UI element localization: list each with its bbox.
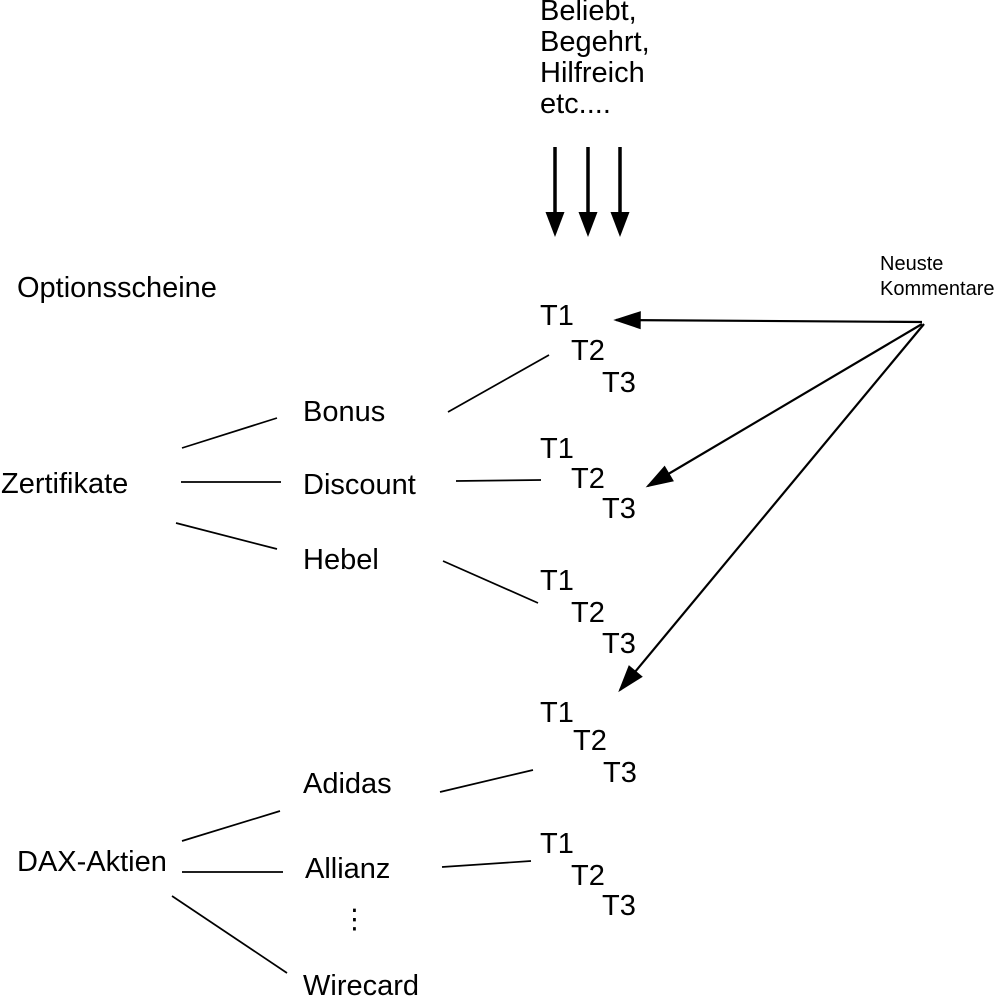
branch-dax-adidas bbox=[181, 810, 281, 842]
node-bonus: Bonus bbox=[303, 396, 386, 428]
down-arrow-icon bbox=[578, 147, 598, 237]
branch-allianz-tgroup5 bbox=[441, 860, 532, 868]
comment-arrow-to-tgroup1 bbox=[613, 311, 923, 330]
t-node: T3 bbox=[602, 493, 636, 525]
comments-annotation: Neuste Kommentare bbox=[880, 252, 995, 302]
branch-discount-tgroup2 bbox=[455, 479, 542, 482]
t-node: T1 bbox=[540, 433, 574, 465]
t-node: T3 bbox=[602, 628, 636, 660]
comments-annotation-line: Kommentare bbox=[880, 278, 995, 300]
comments-annotation-line: Neuste bbox=[880, 253, 944, 275]
branch-adidas-tgroup4 bbox=[439, 769, 534, 793]
node-allianz: Allianz bbox=[305, 853, 391, 885]
top-annotation: Beliebt, Begehrt, Hilfreich etc.... bbox=[540, 0, 650, 120]
t-node: T1 bbox=[540, 300, 574, 332]
node-dax-aktien: DAX-Aktien bbox=[17, 846, 167, 878]
node-zertifikate: Zertifikate bbox=[1, 468, 129, 500]
t-node: T1 bbox=[540, 828, 574, 860]
comment-arrow-to-tgroup2 bbox=[645, 323, 923, 488]
t-node: T3 bbox=[602, 890, 636, 922]
top-annotation-line: Beliebt, bbox=[540, 0, 637, 27]
comment-arrow-to-tgroup4 bbox=[618, 323, 925, 693]
down-arrow-icon bbox=[545, 147, 565, 237]
branch-bonus-tgroup1 bbox=[447, 354, 550, 413]
node-adidas: Adidas bbox=[303, 768, 392, 800]
t-node: T2 bbox=[573, 725, 607, 757]
branch-dax-wirecard bbox=[171, 895, 288, 974]
t-node: T2 bbox=[571, 860, 605, 892]
top-annotation-line: Hilfreich bbox=[540, 57, 645, 89]
t-node: T1 bbox=[540, 697, 574, 729]
node-optionsscheine: Optionsscheine bbox=[17, 272, 217, 304]
t-node: T2 bbox=[571, 463, 605, 495]
ellipsis-more-items: ⋮ bbox=[341, 904, 368, 935]
node-hebel: Hebel bbox=[303, 544, 379, 576]
t-node: T3 bbox=[602, 367, 636, 399]
branch-zertifikate-hebel bbox=[175, 522, 278, 550]
t-node: T1 bbox=[540, 565, 574, 597]
node-wirecard: Wirecard bbox=[303, 970, 420, 999]
down-arrow-icon bbox=[610, 147, 630, 237]
t-node: T2 bbox=[571, 335, 605, 367]
node-discount: Discount bbox=[303, 469, 416, 501]
t-node: T2 bbox=[571, 597, 605, 629]
top-annotation-line: Begehrt, bbox=[540, 26, 650, 58]
branch-zertifikate-bonus bbox=[181, 417, 278, 449]
branch-hebel-tgroup3 bbox=[442, 560, 539, 604]
top-annotation-line: etc.... bbox=[540, 88, 611, 120]
t-node: T3 bbox=[603, 757, 637, 789]
